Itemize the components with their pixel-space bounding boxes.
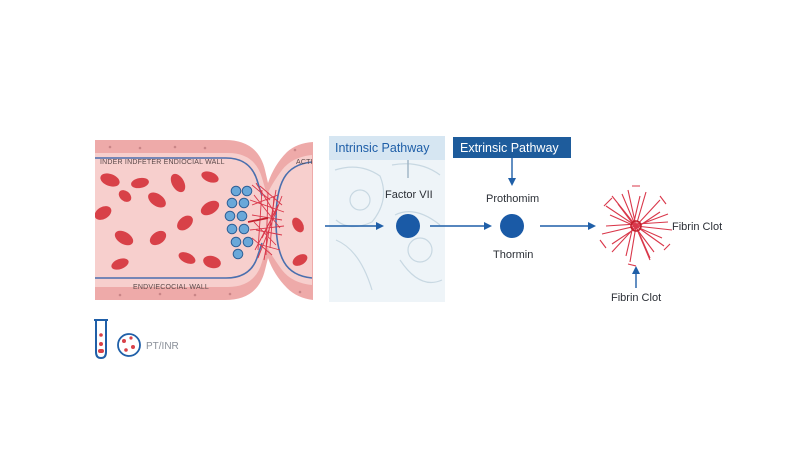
fibrin-clot-icon [599,185,673,267]
rbc [149,230,167,246]
arrowhead [484,222,492,230]
rbc [118,190,132,202]
factor-vii-node [396,214,420,238]
endothelial-line-bottom [95,242,263,279]
arrowhead [632,266,640,274]
prothrombin-label: Prothomim [486,193,539,205]
test-legend: PT/INR [94,319,179,360]
thrombin-node [500,214,524,238]
rbc [292,217,304,233]
rbc [203,255,221,269]
flow-arrows [325,222,640,288]
bottom-wall-label: ENDVIECOCIAL WALL [133,284,209,291]
intrinsic-pathway-header [329,136,445,160]
rbc [200,200,220,216]
rbc [114,230,134,246]
extrinsic-pathway-header [453,137,571,158]
test-tube-icon [94,319,108,360]
wall-dots [108,145,302,297]
extrinsic-arrowhead [508,178,516,186]
rbc [177,215,193,231]
rbc [111,258,129,270]
intrinsic-panel: Intrinsic Pathway Factor VII [329,136,445,302]
top-right-wall-label: ACTI [296,159,313,166]
pt-inr-label: PT/INR [146,341,179,352]
arrowhead [376,222,384,230]
thrombin-label: Thormin [493,249,533,261]
rbc [292,254,308,266]
intrinsic-pathway-label: Intrinsic Pathway [335,141,430,155]
fibrin-clot-right-label: Fibrin Clot [672,221,722,233]
arrowhead [588,222,596,230]
red-blood-cells [95,171,308,270]
extrinsic-pathway: Extrinsic Pathway Prothomim Thormin [453,137,571,261]
rbc [148,192,166,208]
fibrin-clot-below-label: Fibrin Clot [611,292,661,304]
endothelial-line-top [95,157,263,197]
blood-vessel: INDER INDFETER ENDIOCIAL WALL ACTI ENDVI… [95,140,313,300]
rbc [95,206,112,220]
top-wall-label: INDER INDFETER ENDIOCIAL WALL [100,159,225,166]
rbc [170,173,186,193]
fibrin-pointer [247,217,269,223]
platelets [224,185,254,260]
intrinsic-panel-background [329,136,445,302]
extrinsic-pathway-label: Extrinsic Pathway [460,141,559,155]
factor-vii-label: Factor VII [385,189,433,201]
rbc [201,171,219,183]
rbc [131,177,149,189]
rbc [100,173,120,187]
blood-sample-icon [117,333,141,357]
endothelial-line-right [275,161,313,279]
rbc [178,252,196,264]
